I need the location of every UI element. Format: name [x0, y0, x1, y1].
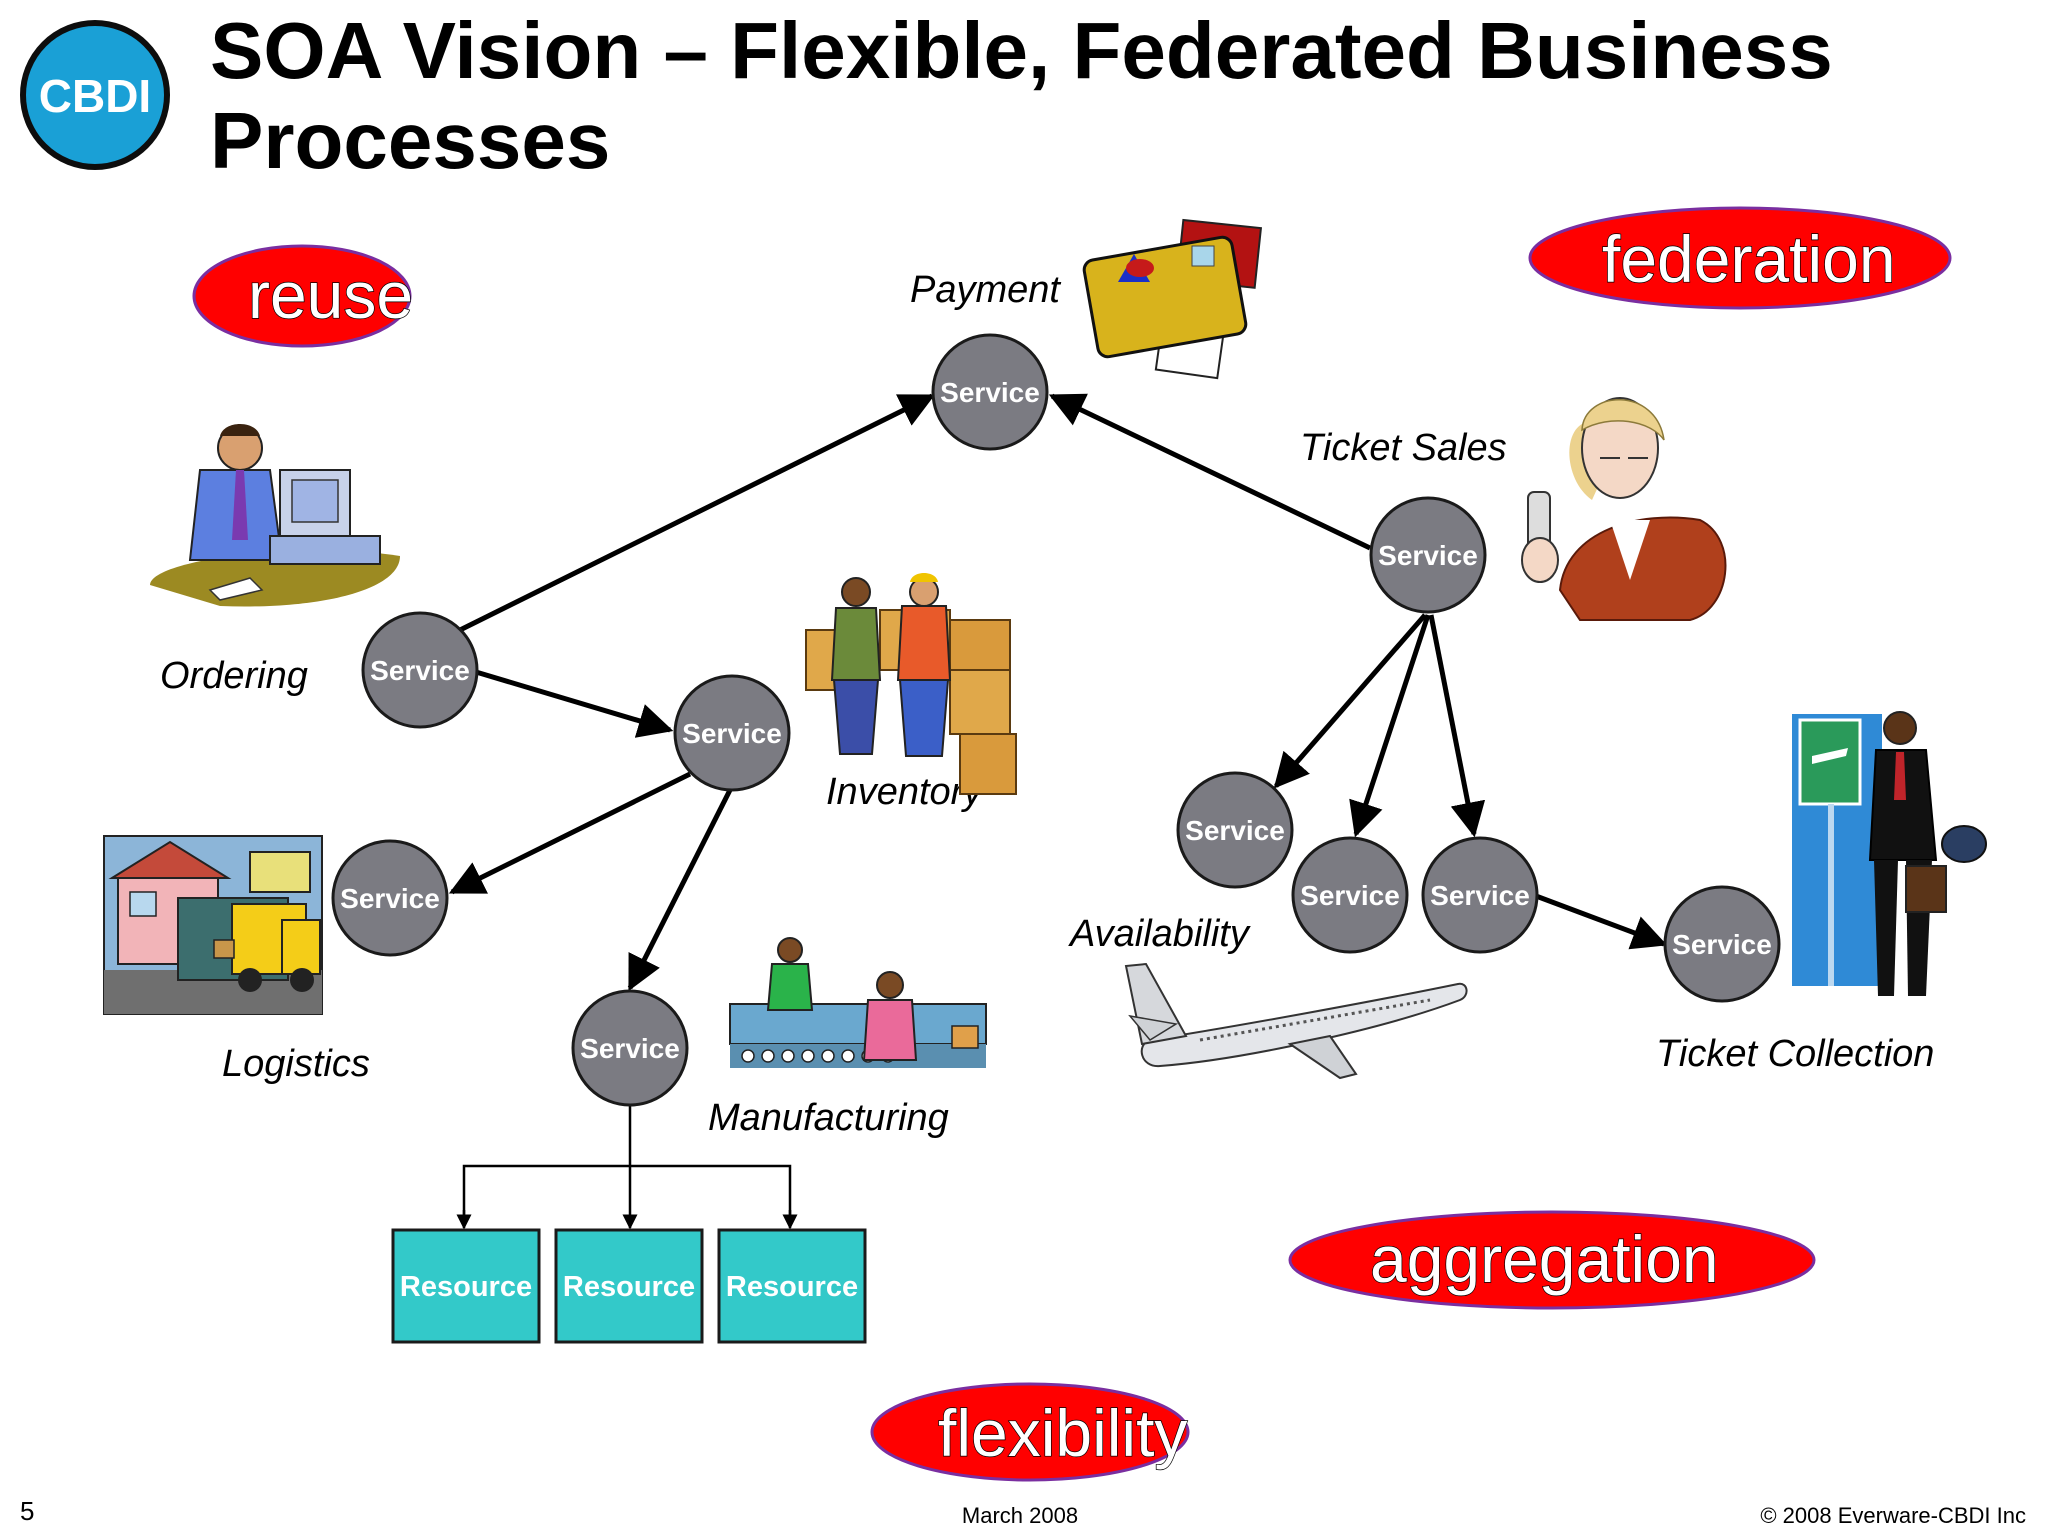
arrow-ordering-to-payment	[458, 393, 936, 633]
warehouse-workers-icon	[805, 573, 1017, 795]
resource-box-2: Resource	[554, 1228, 704, 1344]
logo-text: CBDI	[39, 70, 151, 122]
arrow-ticketsales-to-availability-3	[1428, 614, 1486, 838]
service-node-manufacturing: Service	[571, 989, 689, 1107]
label-availability: Availability	[1068, 913, 1251, 955]
footer-copyright: © 2008 Everware-CBDI Inc	[1760, 1503, 2026, 1528]
label-logistics: Logistics	[222, 1043, 370, 1085]
badge-reuse-text: reuse	[248, 258, 413, 332]
arrow-ticketsales-to-availability-1	[1273, 613, 1427, 789]
credit-cards-icon	[1082, 218, 1263, 380]
svg-text:Service: Service	[340, 883, 440, 914]
badge-federation: federation	[1528, 206, 1952, 310]
ordering-clerk-icon	[150, 424, 400, 607]
svg-text:Service: Service	[370, 655, 470, 686]
label-manufacturing: Manufacturing	[708, 1097, 949, 1139]
service-node-ticket-collection: Service	[1663, 885, 1781, 1003]
service-node-availability-3: Service	[1421, 836, 1539, 954]
service-node-ticket-sales: Service	[1369, 496, 1487, 614]
title-line-1: SOA Vision – Flexible, Federated Busines…	[210, 6, 1833, 95]
arrow-ordering-to-inventory	[475, 669, 674, 738]
service-node-availability-2: Service	[1291, 836, 1409, 954]
title-line-2: Processes	[210, 96, 610, 185]
arrow-ticketsales-to-availability-2	[1349, 614, 1431, 838]
svg-text:Service: Service	[1378, 540, 1478, 571]
badge-reuse: reuse	[192, 244, 414, 348]
badge-federation-text: federation	[1602, 222, 1896, 296]
svg-text:Service: Service	[1430, 880, 1530, 911]
label-inventory: Inventory	[826, 771, 984, 813]
label-ticket-sales: Ticket Sales	[1300, 427, 1507, 469]
label-ticket-collection: Ticket Collection	[1656, 1033, 1934, 1075]
badge-aggregation: aggregation	[1288, 1210, 1816, 1310]
airplane-icon	[1124, 962, 1468, 1080]
svg-text:Service: Service	[1185, 815, 1285, 846]
svg-text:Resource: Resource	[563, 1271, 695, 1303]
svg-text:Service: Service	[1300, 880, 1400, 911]
service-node-logistics: Service	[331, 839, 449, 957]
resource-box-1: Resource	[391, 1228, 541, 1344]
service-node-inventory: Service	[673, 674, 791, 792]
cbdi-logo: CBDI	[20, 20, 170, 170]
service-node-payment: Service	[931, 333, 1049, 451]
footer-date: March 2008	[962, 1503, 1078, 1528]
badge-flexibility: flexibility	[870, 1382, 1190, 1482]
service-nodes: Service Service Service Service Service …	[331, 333, 1781, 1107]
label-ordering: Ordering	[160, 655, 308, 697]
svg-text:Service: Service	[580, 1033, 680, 1064]
badge-aggregation-text: aggregation	[1370, 1222, 1719, 1296]
arrow-inventory-to-manufacturing	[627, 788, 733, 992]
arrow-ticketsales-to-payment	[1048, 393, 1372, 551]
airport-traveler-icon	[1792, 711, 1987, 996]
badge-flexibility-text: flexibility	[938, 1396, 1187, 1470]
arrow-inventory-to-logistics	[448, 771, 692, 895]
resource-box-3: Resource	[717, 1228, 867, 1344]
label-payment: Payment	[910, 269, 1061, 311]
svg-text:Resource: Resource	[726, 1271, 858, 1303]
service-node-availability-1: Service	[1176, 771, 1294, 889]
svg-text:Service: Service	[1672, 929, 1772, 960]
connectors	[448, 393, 1668, 992]
delivery-truck-icon	[103, 835, 323, 1015]
service-node-ordering: Service	[361, 611, 479, 729]
arrow-availability-to-collection	[1535, 893, 1668, 950]
ticket-agent-woman-icon	[1521, 397, 1727, 621]
svg-text:Service: Service	[682, 718, 782, 749]
footer-page-number: 5	[20, 1496, 34, 1526]
svg-text:Service: Service	[940, 377, 1040, 408]
assembly-line-icon	[729, 937, 987, 1068]
svg-text:Resource: Resource	[400, 1271, 532, 1303]
resource-tree	[456, 1104, 798, 1230]
resource-boxes: Resource Resource Resource	[391, 1228, 867, 1344]
